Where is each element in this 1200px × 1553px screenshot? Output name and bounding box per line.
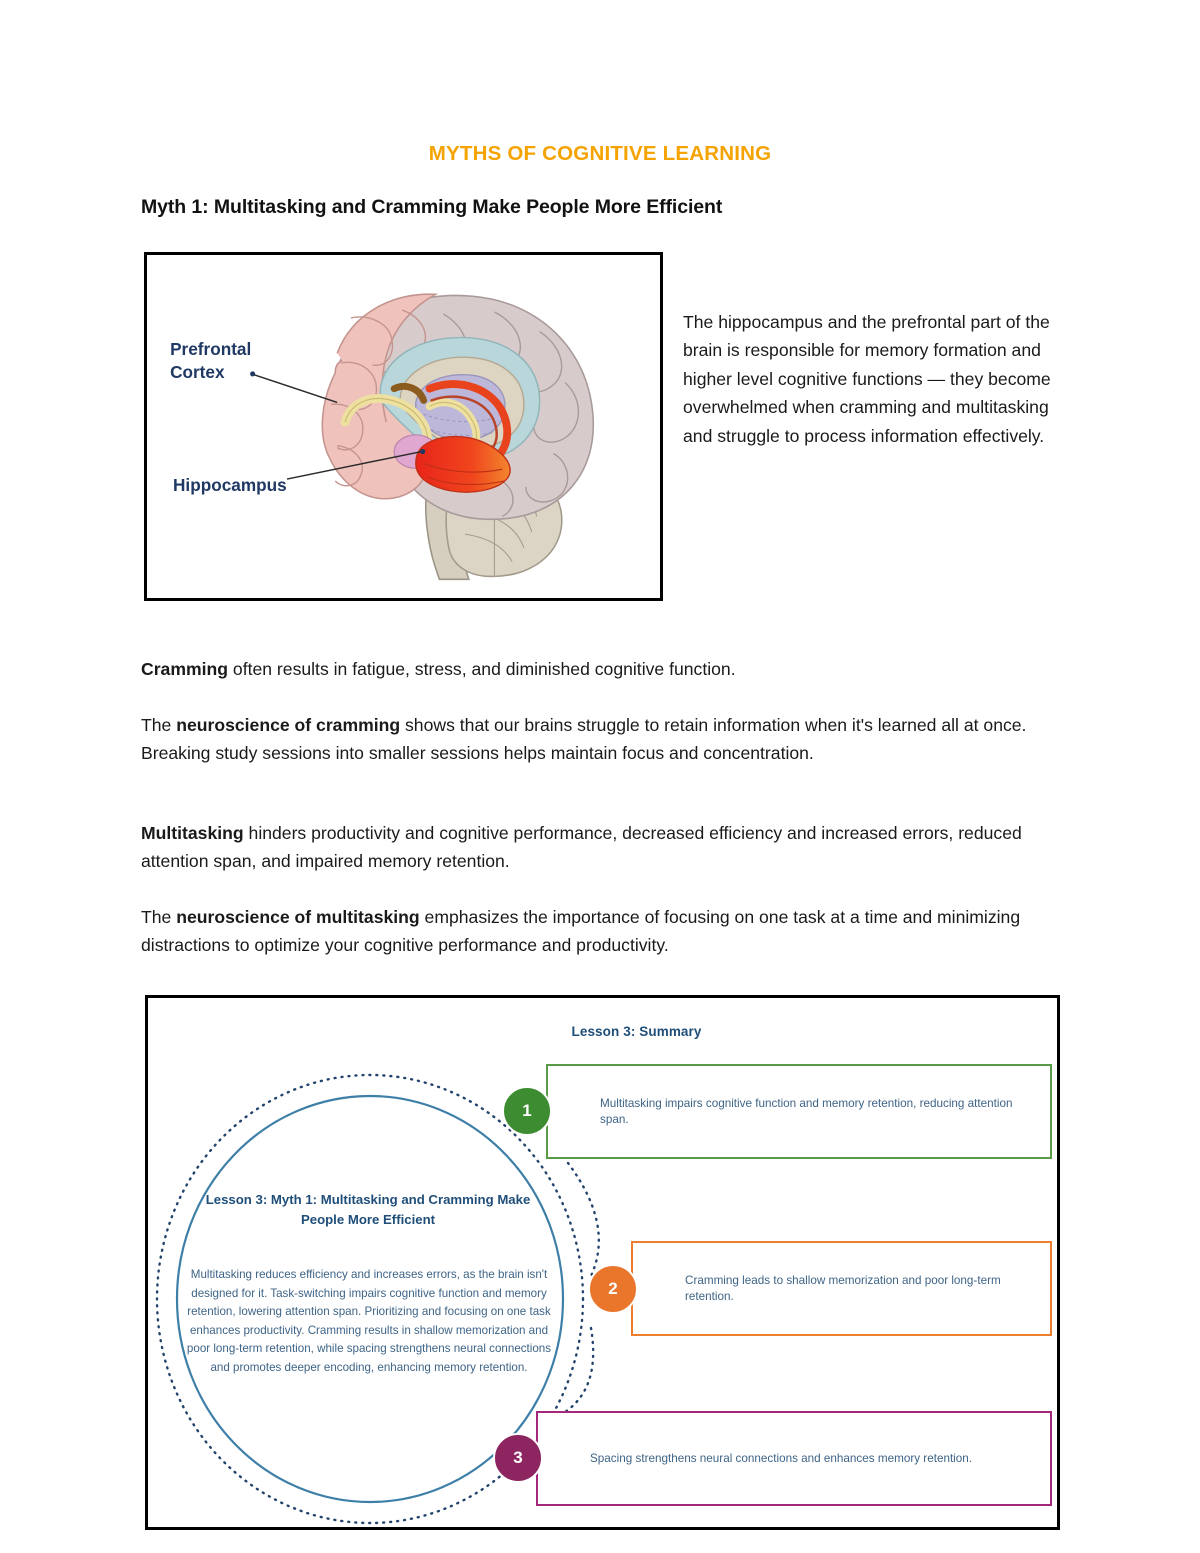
paragraph-multitasking-rest: hinders productivity and cognitive perfo… bbox=[141, 822, 1022, 872]
prefrontal-cortex-label-line1: Prefrontal bbox=[170, 339, 251, 359]
myth-heading: Myth 1: Multitasking and Cramming Make P… bbox=[141, 196, 723, 218]
paragraph-neuro-multi-rest: emphasizes the importance of focusing on… bbox=[141, 906, 1021, 956]
paragraph-neuro-multi-pre: The bbox=[141, 906, 177, 927]
summary-item-1-text: Multitasking impairs cognitive function … bbox=[600, 1096, 1013, 1126]
page-title: MYTHS OF COGNITIVE LEARNING bbox=[428, 142, 772, 165]
circle-body-text: Multitasking reduces efficiency and incr… bbox=[186, 1268, 552, 1374]
paragraph-cramming-lead: Cramming bbox=[141, 658, 229, 679]
paragraph-neuro-cram-bold: neuroscience of cramming bbox=[176, 714, 401, 735]
paragraph-neuro-cram-rest: shows that our brains struggle to retain… bbox=[141, 714, 1027, 764]
summary-infographic: Lesson 3: Summary Lesson 3: Myth 1: Mult… bbox=[145, 995, 1060, 1530]
summary-item-2-text: Cramming leads to shallow memorization a… bbox=[685, 1273, 1001, 1303]
connector-one-two bbox=[566, 1161, 601, 1278]
figure-side-paragraph: The hippocampus and the prefrontal part … bbox=[683, 312, 1051, 446]
summary-badge-3: 3 bbox=[493, 1433, 543, 1483]
hippocampus-label: Hippocampus bbox=[173, 475, 287, 495]
summary-item-3[interactable]: Spacing strengthens neural connections a… bbox=[536, 1411, 1052, 1506]
summary-badge-2: 2 bbox=[588, 1264, 638, 1314]
hippocampus-shape bbox=[415, 435, 511, 493]
connector-two-three bbox=[560, 1326, 595, 1416]
brain-figure: Prefrontal Cortex Hippocampus bbox=[144, 252, 663, 601]
paragraph-neuroscience-cramming: The neuroscience of cramming shows that … bbox=[141, 711, 1068, 769]
paragraph-cramming-rest: often results in fatigue, stress, and di… bbox=[228, 658, 736, 679]
summary-badge-1: 1 bbox=[502, 1086, 552, 1136]
summary-item-2[interactable]: Cramming leads to shallow memorization a… bbox=[631, 1241, 1052, 1336]
infographic-title: Lesson 3: Summary bbox=[148, 1024, 1057, 1039]
paragraph-neuro-multi-bold: neuroscience of multitasking bbox=[176, 906, 420, 927]
paragraph-neuro-cram-pre: The bbox=[141, 714, 177, 735]
paragraph-cramming: Cramming often results in fatigue, stres… bbox=[141, 655, 1068, 684]
prefrontal-cortex-label-line2: Cortex bbox=[170, 362, 225, 382]
hippocampus-leader-line bbox=[286, 450, 422, 480]
paragraph-multitasking: Multitasking hinders productivity and co… bbox=[141, 819, 1068, 877]
summary-item-1[interactable]: Multitasking impairs cognitive function … bbox=[546, 1064, 1052, 1159]
infographic-title-text: Lesson 3: Summary bbox=[571, 1024, 702, 1039]
brain-illustration-svg: Prefrontal Cortex Hippocampus bbox=[170, 293, 595, 581]
summary-item-3-text: Spacing strengthens neural connections a… bbox=[590, 1451, 973, 1465]
prefrontal-leader-line bbox=[254, 374, 338, 404]
circle-heading: Lesson 3: Myth 1: Multitasking and Cramm… bbox=[205, 1192, 531, 1227]
infographic-inner: Lesson 3: Summary Lesson 3: Myth 1: Mult… bbox=[148, 998, 1057, 1527]
paragraph-neuroscience-multitasking: The neuroscience of multitasking emphasi… bbox=[141, 903, 1068, 961]
paragraph-multitasking-lead: Multitasking bbox=[141, 822, 244, 843]
